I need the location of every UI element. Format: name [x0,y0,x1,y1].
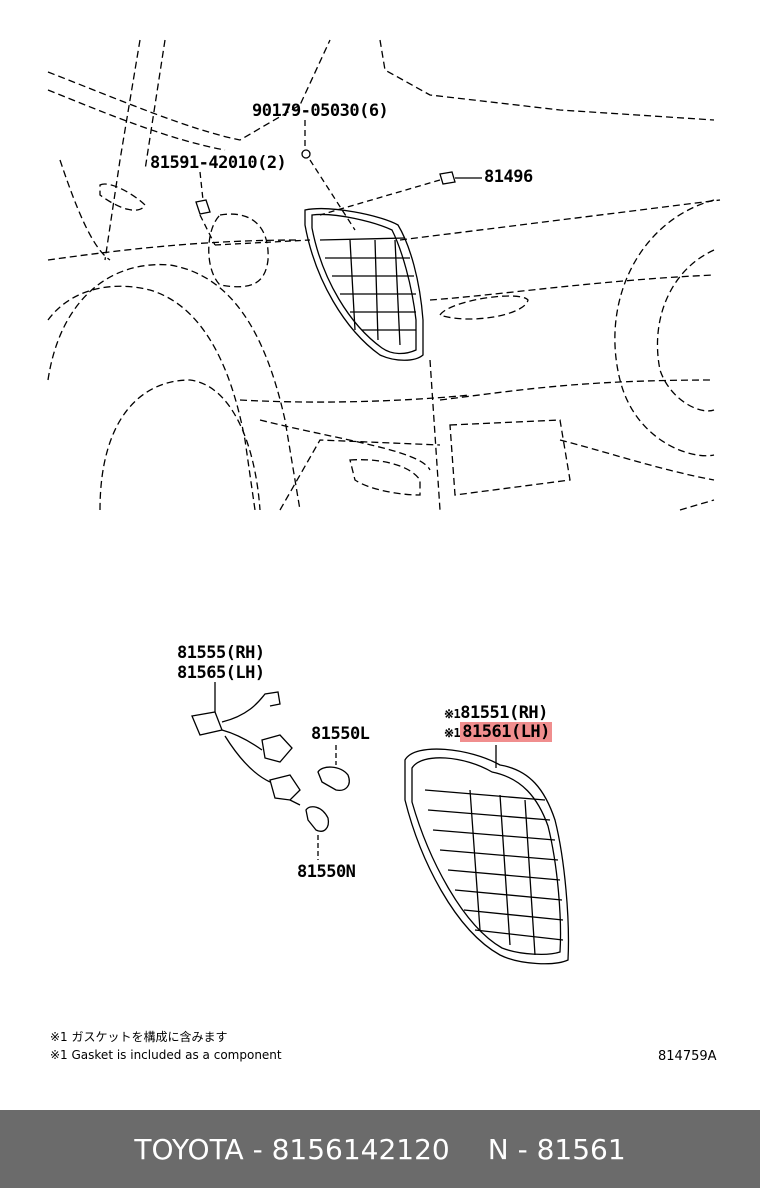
footer-bar: TOYOTA - 8156142120 N - 81561 [0,1110,760,1188]
bulb-81550n-drawing [305,806,330,860]
note-mark: ※1 [444,726,461,740]
note-mark: ※1 [444,707,461,721]
callout-bulb-l[interactable]: 81550L [311,724,370,744]
car-body-drawing [47,39,721,511]
clip-icon [195,199,211,215]
highlighted-part-number: 81561(LH) [460,722,552,742]
footer-group-code: N - 81561 [487,1132,626,1166]
footer-part-number: TOYOTA - 8156142120 [134,1132,450,1166]
note-english: ※1 Gasket is included as a component [50,1048,282,1062]
leader-lines [199,120,482,246]
note-japanese: ※1 ガスケットを構成に含みます [50,1030,228,1044]
nut-icon [439,171,456,185]
bulb-socket-drawing [191,682,301,806]
lamp-rh-number: 81551(RH) [460,703,548,723]
callout-bulb-n[interactable]: 81550N [297,862,356,882]
callout-nut[interactable]: 81496 [484,167,533,187]
callout-socket-lh[interactable]: 81565(LH) [177,663,265,683]
bulb-81550l-drawing [317,745,350,791]
diagram-reference: 814759A [658,1049,717,1064]
parts-diagram [47,39,721,965]
callout-lamp-rh[interactable]: ※181551(RH) [444,703,548,724]
screw-icon [301,149,311,159]
callout-screw[interactable]: 90179-05030(6) [252,101,389,121]
tail-lamp-installed [304,208,424,361]
callout-socket-rh[interactable]: 81555(RH) [177,643,265,663]
tail-lamp-assembly-drawing [404,745,570,965]
callout-clip[interactable]: 81591-42010(2) [150,153,287,173]
